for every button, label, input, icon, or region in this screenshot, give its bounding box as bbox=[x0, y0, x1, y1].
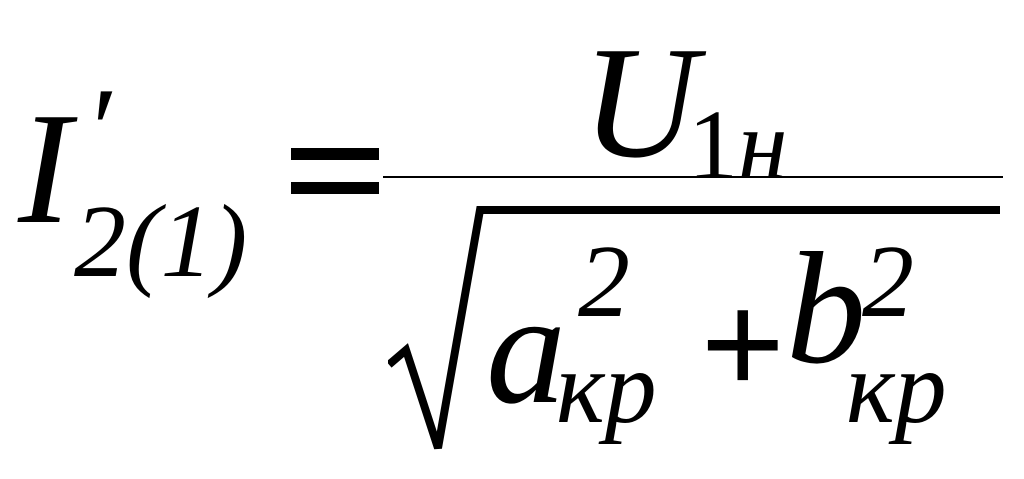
denominator-term2-symbol: b bbox=[786, 219, 866, 397]
fraction-bar bbox=[383, 176, 1003, 178]
lhs-symbol: I bbox=[18, 79, 72, 257]
denominator-term1-superscript: 2 bbox=[578, 224, 630, 339]
plus-operator: + bbox=[700, 262, 786, 428]
numerator-subscript-digit: 1 bbox=[688, 89, 738, 200]
numerator-symbol: U bbox=[582, 13, 698, 191]
lhs-subscript: 2(1) bbox=[74, 184, 248, 299]
equals-top-bar bbox=[291, 148, 379, 160]
radical-sign bbox=[388, 206, 1000, 450]
lhs-prime: ′ bbox=[92, 63, 119, 196]
denominator-term2-subscript: кр bbox=[846, 330, 947, 445]
equals-bottom-bar bbox=[291, 182, 379, 194]
denominator-term2-superscript: 2 bbox=[862, 224, 914, 339]
denominator-term1-symbol: a bbox=[486, 259, 566, 437]
denominator-term1-subscript: кр bbox=[556, 330, 657, 445]
numerator-subscript-letter: н bbox=[738, 89, 788, 200]
numerator-subscript: 1н bbox=[688, 95, 788, 195]
